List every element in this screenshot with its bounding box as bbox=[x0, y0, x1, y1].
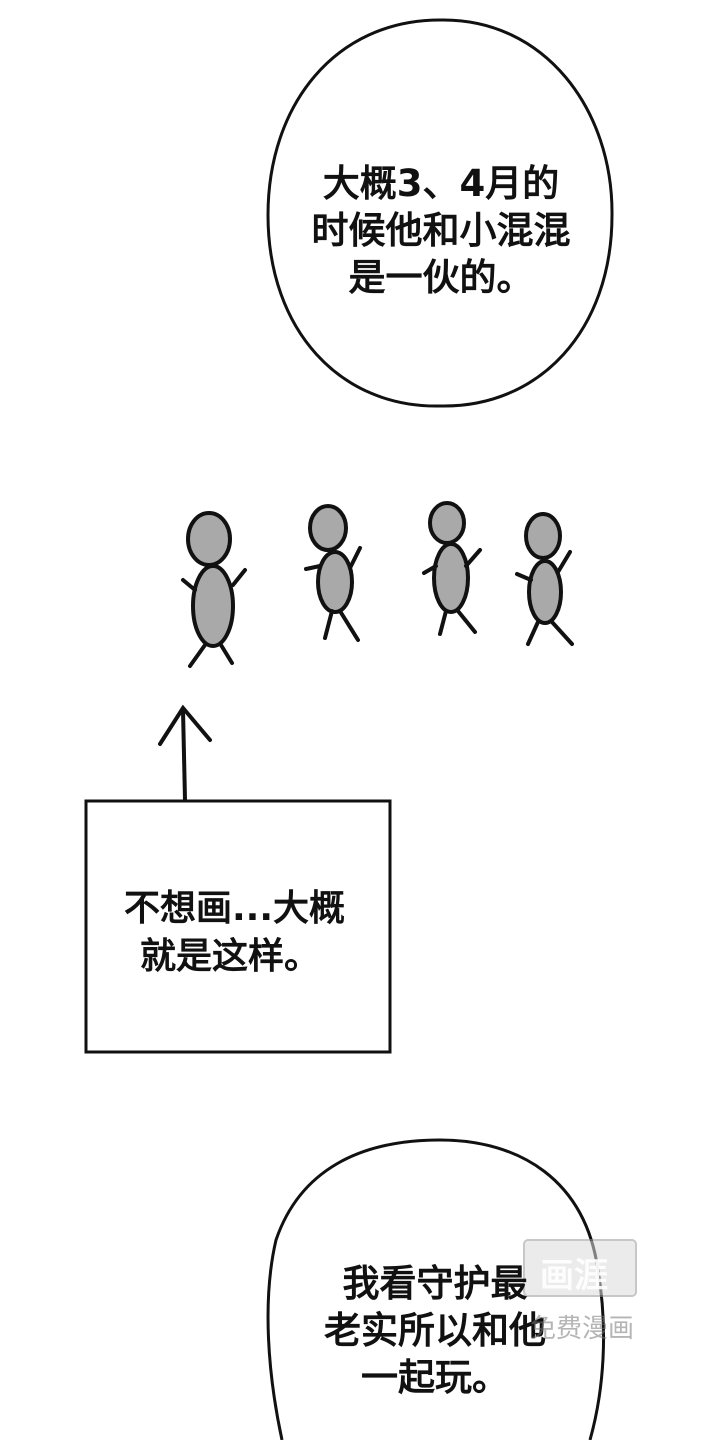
caption-line-2: 就是这样。 bbox=[140, 936, 321, 977]
watermark-logo-text: 画涯 bbox=[540, 1256, 608, 1296]
watermark-label: 免费漫画 bbox=[530, 1314, 635, 1344]
bubble-top-line-2: 时候他和小混混 bbox=[311, 209, 571, 252]
stick-figure-1 bbox=[181, 511, 247, 668]
bubble-top-line-3: 是一伙的。 bbox=[348, 256, 534, 299]
up-arrow-icon bbox=[158, 704, 212, 802]
stick-figure-3 bbox=[422, 501, 482, 636]
bubble-bottom-line-3: 一起玩。 bbox=[361, 1356, 509, 1399]
caption-box-text: 不想画...大概 就是这样。 bbox=[124, 885, 374, 981]
bubble-bottom-line-1: 我看守护最 bbox=[342, 1262, 528, 1305]
speech-bubble-bottom-text: 我看守护最 老实所以和他 一起玩。 bbox=[290, 1260, 580, 1401]
watermark-logo bbox=[523, 1239, 637, 1297]
speech-bubble-bottom bbox=[266, 1138, 606, 1440]
speech-bubble-top bbox=[266, 18, 614, 408]
caption-line-1: 不想画...大概 bbox=[124, 888, 346, 929]
bubble-bottom-line-2: 老实所以和他 bbox=[324, 1309, 546, 1352]
caption-box-frame bbox=[84, 799, 392, 1054]
stick-figure-2 bbox=[304, 504, 362, 642]
bubble-top-line-1: 大概3、4月的 bbox=[322, 162, 560, 205]
speech-bubble-top-text: 大概3、4月的 时候他和小混混 是一伙的。 bbox=[276, 160, 606, 301]
stick-figure-4 bbox=[515, 512, 574, 646]
